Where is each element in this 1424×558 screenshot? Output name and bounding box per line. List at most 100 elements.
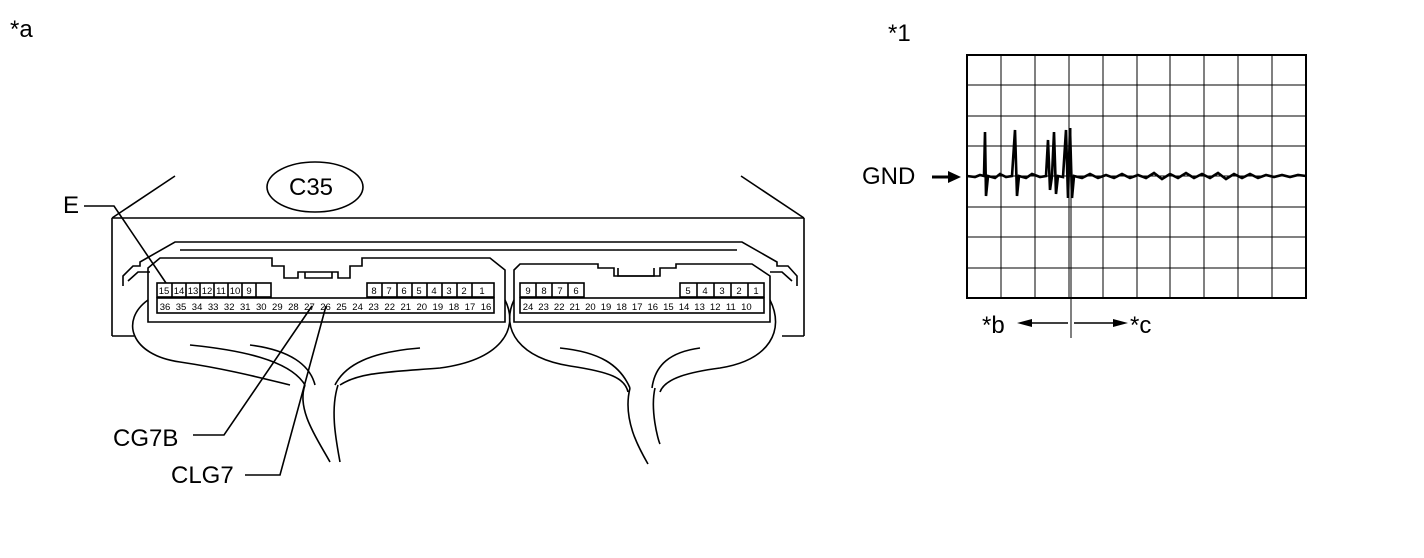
pin-number: 4 (702, 286, 707, 297)
harness-loop-right-inner (508, 299, 629, 393)
pin-number: 13 (694, 302, 705, 313)
leader-cg7b (193, 305, 313, 436)
pin-number: 2 (736, 286, 741, 297)
pin-number: 23 (538, 302, 549, 313)
gnd-label: GND (862, 163, 916, 190)
connector-shell (122, 241, 798, 286)
pin-number: 2 (461, 286, 466, 297)
latch-right (617, 268, 655, 277)
time-arrow-left-icon (1017, 319, 1068, 327)
pin-number: 15 (159, 286, 170, 297)
pin-number: 14 (679, 302, 690, 313)
callout-1-label: *1 (888, 20, 911, 47)
pin-number: 5 (685, 286, 690, 297)
pin-number: 10 (230, 286, 241, 297)
pin-number: 1 (753, 286, 758, 297)
pin-number: 11 (216, 286, 226, 297)
pin-number: 22 (384, 302, 395, 313)
callout-c-label: *c (1130, 312, 1152, 339)
pin-numbers-left-bottom: 36 35 34 33 32 31 30 29 28 27 26 25 24 23 22 21 20 19 18 17… (160, 302, 492, 313)
pin-number: 10 (741, 302, 752, 313)
pin-number: 32 (224, 302, 235, 313)
terminal-cg7b-label: CG7B (113, 425, 179, 452)
pin-number: 27 (304, 302, 315, 313)
wire-bundle-right (627, 387, 649, 465)
pin-number: 6 (401, 286, 406, 297)
pin-number: 28 (288, 302, 299, 313)
terminal-clg7-label: CLG7 (171, 462, 234, 489)
pin-row-left-bottom (156, 297, 495, 314)
pin-number: 36 (160, 302, 171, 313)
terminal-e-label: E (63, 192, 80, 219)
pin-number: 21 (570, 302, 581, 313)
pin-number: 16 (648, 302, 659, 313)
pin-number: 20 (417, 302, 428, 313)
pin-number: 1 (479, 286, 484, 297)
pin-number: 9 (246, 286, 251, 297)
ecu-housing-edge-left (111, 175, 176, 219)
pin-number: 16 (481, 302, 492, 313)
pin-number: 15 (663, 302, 674, 313)
pin-number: 8 (541, 286, 546, 297)
scope-waveform (966, 127, 1307, 199)
pin-number: 18 (449, 302, 460, 313)
pin-number: 7 (557, 286, 562, 297)
pin-number: 29 (272, 302, 283, 313)
pin-number: 17 (632, 302, 643, 313)
callout-a-label: *a (10, 16, 33, 43)
time-arrow-right-icon (1074, 319, 1128, 327)
ecu-housing-edge-right (740, 175, 805, 219)
pin-number: 6 (573, 286, 578, 297)
connector-block-left (147, 257, 506, 323)
pin-number: 33 (208, 302, 219, 313)
connector-block-right (513, 263, 771, 323)
pin-number: 3 (446, 286, 451, 297)
pin-number: 35 (176, 302, 187, 313)
pin-number: 12 (202, 286, 213, 297)
pin-row-left-top (156, 282, 495, 298)
pin-number: 4 (431, 286, 436, 297)
harness-loop-left-outer (131, 299, 291, 386)
pin-number: 7 (386, 286, 391, 297)
pin-number: 3 (719, 286, 724, 297)
harness-loop-left-inner (339, 299, 511, 386)
pin-number: 22 (554, 302, 565, 313)
pin-numbers-right-bottom: 24 23 22 21 20 19 18 17 16 15 14 13 12 11 10 (523, 302, 752, 313)
latch-left (304, 272, 333, 279)
pin-number: 19 (601, 302, 612, 313)
pin-row-right-bottom (519, 297, 765, 314)
harness-loop-right-outer (659, 299, 777, 393)
callout-b-label: *b (982, 312, 1005, 339)
pin-number: 23 (368, 302, 379, 313)
leader-e (84, 205, 167, 284)
pin-number: 25 (336, 302, 347, 313)
connector-id-label: C35 (289, 174, 334, 201)
leader-clg7 (245, 305, 327, 476)
pin-number: 21 (400, 302, 411, 313)
connector-id-ellipse (266, 161, 364, 213)
pin-number: 19 (433, 302, 444, 313)
pin-number: 31 (240, 302, 251, 313)
pin-number: 11 (726, 302, 736, 313)
pin-number: 34 (192, 302, 203, 313)
gnd-arrow-icon (932, 171, 961, 183)
pin-number: 14 (174, 286, 185, 297)
pin-number: 17 (465, 302, 476, 313)
pin-number: 20 (585, 302, 596, 313)
pin-number: 26 (320, 302, 331, 313)
pin-number: 9 (525, 286, 530, 297)
pin-number: 5 (416, 286, 421, 297)
pin-number: 12 (710, 302, 721, 313)
pin-number: 24 (352, 302, 363, 313)
scope-grid (967, 55, 1306, 298)
pin-row-right-top (519, 282, 765, 298)
pin-number: 24 (523, 302, 534, 313)
wire-bundle-left (302, 384, 331, 463)
pin-number: 13 (188, 286, 199, 297)
pin-number: 18 (616, 302, 627, 313)
pin-number: 8 (371, 286, 376, 297)
pin-number: 30 (256, 302, 267, 313)
